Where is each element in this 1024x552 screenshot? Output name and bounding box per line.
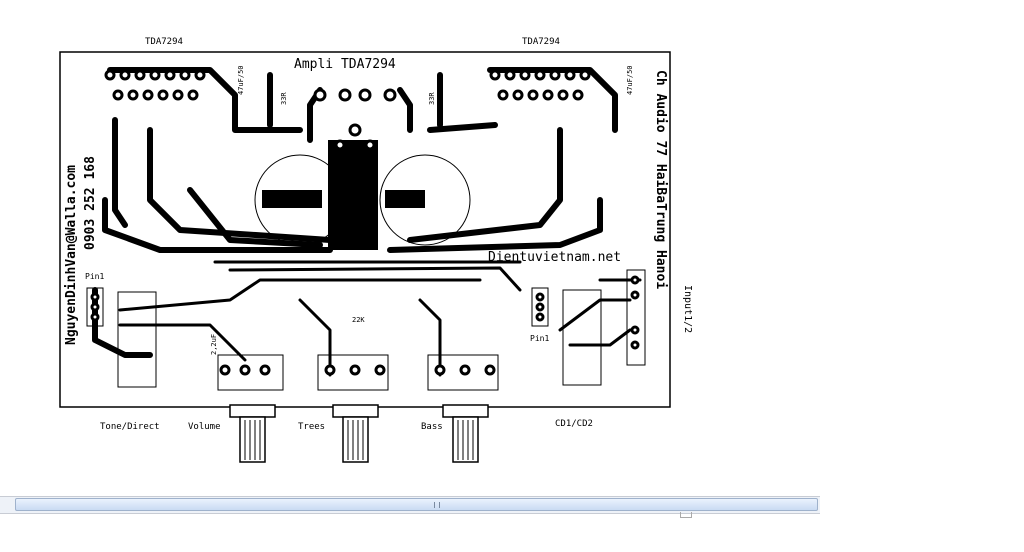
pin1-right: Pin1 (530, 334, 550, 343)
res-label-left: 33R (280, 92, 288, 105)
pin1-left: Pin1 (85, 272, 105, 281)
contact-email: NguyenDinhVan@Walla.com (64, 164, 79, 345)
res-label-right: 33R (428, 92, 436, 105)
horizontal-scrollbar[interactable] (0, 496, 820, 514)
heatsink-pad (328, 140, 378, 250)
potentiometer-knobs (229, 404, 489, 463)
board-title: Ampli TDA7294 (294, 57, 396, 72)
scrollbar-thumb[interactable] (15, 498, 818, 511)
contact-phone: 0903 252 168 (83, 156, 98, 250)
label-tone-direct: Tone/Direct (100, 422, 160, 432)
cap-label-left: 47uF/50 (237, 65, 245, 95)
scrollbar-grip-icon (434, 502, 440, 508)
input-label: Input1/2 (682, 285, 693, 334)
cap-2u2: 2,2uF (210, 333, 218, 355)
address-text: Ch Audio 77 HaiBaTrung Hanoi (653, 70, 668, 290)
chip-label-left: TDA7294 (145, 37, 183, 47)
cap-label-right: 47uF/50 (626, 65, 634, 95)
res-22k: 22K (352, 316, 365, 324)
label-volume: Volume (188, 422, 221, 432)
website-text: Dientuvietnam.net (488, 250, 622, 265)
label-cd1-cd2: CD1/CD2 (555, 419, 593, 429)
pcb-layout (59, 51, 671, 463)
chip-label-right: TDA7294 (522, 37, 560, 47)
label-bass: Bass (421, 422, 443, 432)
resize-corner (680, 512, 692, 518)
label-trees: Trees (298, 422, 326, 432)
